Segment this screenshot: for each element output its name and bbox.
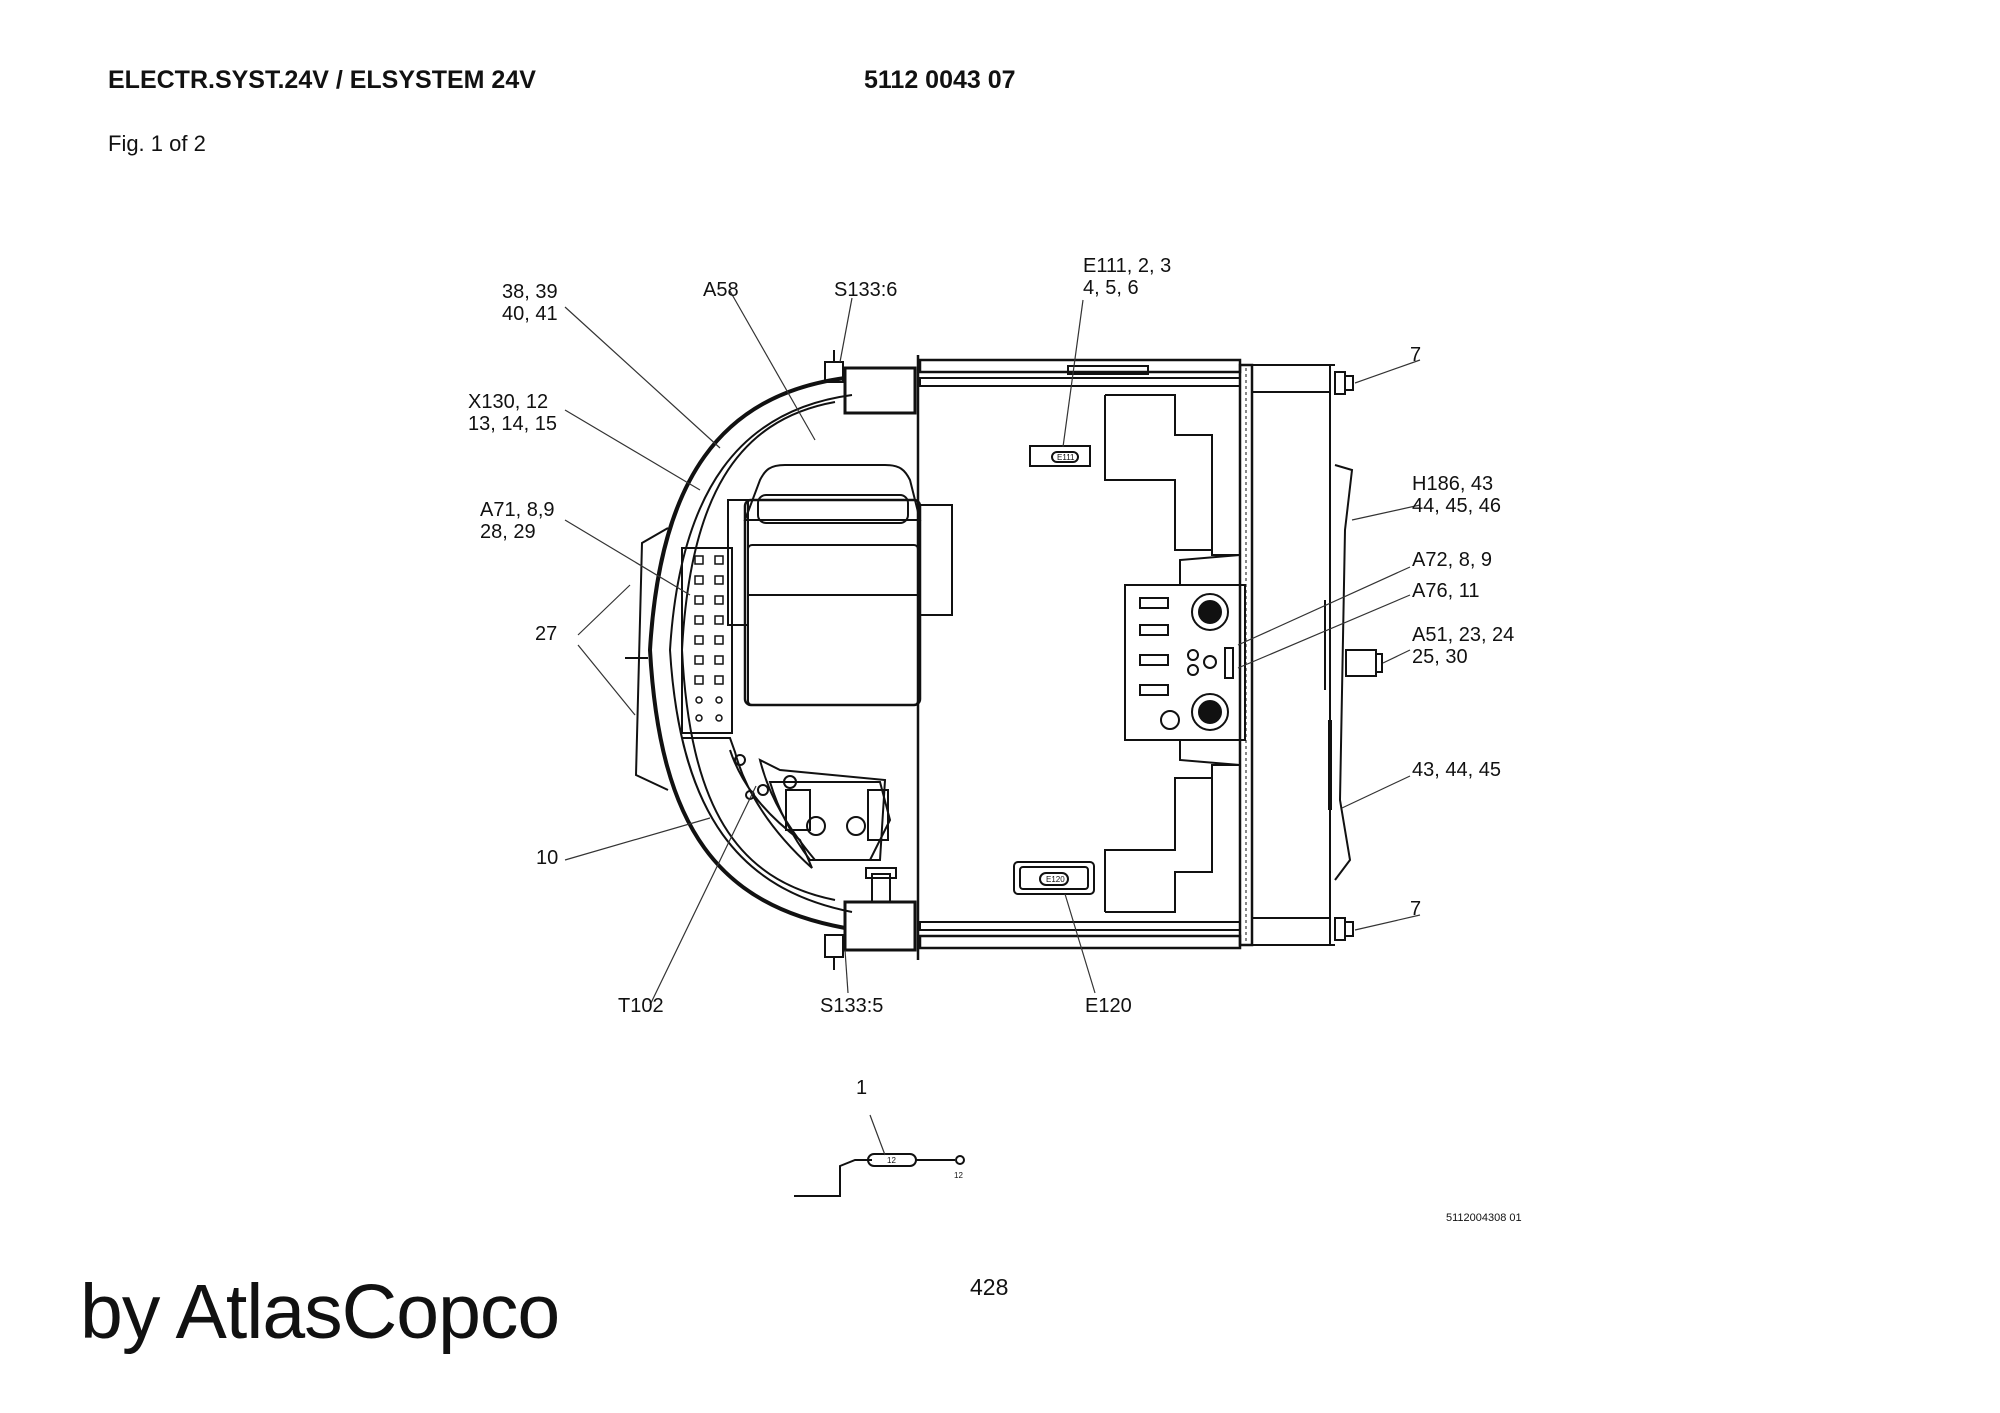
callout-40-41: 40, 41 <box>502 303 558 325</box>
callout-27: 27 <box>535 623 557 645</box>
cab-outline <box>625 350 1383 1197</box>
brand-footer: by AtlasCopco <box>80 1269 560 1355</box>
callout-t102: T102 <box>618 995 664 1017</box>
callout-s133-6: S133:6 <box>834 279 897 301</box>
callout-7-bottom: 7 <box>1410 898 1421 920</box>
callout-a71-line2: 28, 29 <box>480 521 536 543</box>
page-number: 428 <box>970 1274 1009 1300</box>
callout-a72: A72, 8, 9 <box>1412 549 1492 571</box>
callout-x130-line2: 13, 14, 15 <box>468 413 557 435</box>
callout-a76: A76, 11 <box>1412 580 1479 602</box>
e111-tag: E111 <box>1057 453 1075 462</box>
callout-38-39: 38, 39 <box>502 281 558 303</box>
fuse-tag: 12 <box>887 1156 896 1165</box>
callout-a51-line2: 25, 30 <box>1412 646 1468 668</box>
callout-e111-line2: 4, 5, 6 <box>1083 277 1139 299</box>
e120-tag: E120 <box>1046 875 1065 884</box>
callout-10: 10 <box>536 847 558 869</box>
callout-43-44-45: 43, 44, 45 <box>1412 759 1501 781</box>
callout-a71-line1: A71, 8,9 <box>480 499 555 521</box>
callout-s133-5: S133:5 <box>820 995 883 1017</box>
document-title: ELECTR.SYST.24V / ELSYSTEM 24V <box>108 66 536 94</box>
part-number: 5112 0043 07 <box>864 66 1016 94</box>
callout-e111-line1: E111, 2, 3 <box>1083 255 1171 277</box>
callout-h186-line2: 44, 45, 46 <box>1412 495 1501 517</box>
callout-a58: A58 <box>703 279 739 301</box>
figure-label: Fig. 1 of 2 <box>108 131 206 156</box>
drawing-number: 5112004308 01 <box>1446 1212 1522 1224</box>
callout-a51-line1: A51, 23, 24 <box>1412 624 1514 646</box>
callout-7-top: 7 <box>1410 344 1421 366</box>
callout-e120: E120 <box>1085 995 1132 1017</box>
leader-lines <box>564 290 1421 1156</box>
wire-end-tag: 12 <box>954 1171 963 1180</box>
callout-1: 1 <box>856 1077 867 1099</box>
callout-h186-line1: H186, 43 <box>1412 473 1493 495</box>
callout-x130-line1: X130, 12 <box>468 391 548 413</box>
